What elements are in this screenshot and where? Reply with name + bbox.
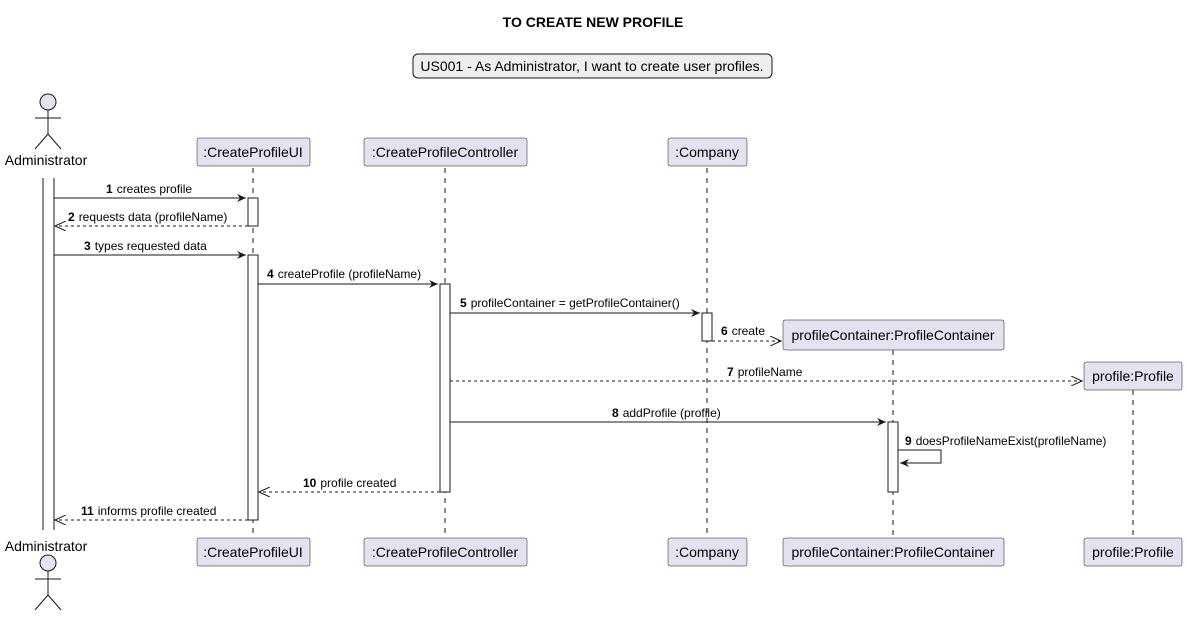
message-text: creates profile	[117, 182, 193, 196]
actor-head-icon	[39, 93, 57, 111]
activations	[247, 197, 899, 521]
participant-ui-bottom: :CreateProfileUI	[196, 537, 311, 567]
actor-label: Administrator	[5, 152, 88, 168]
activation-company	[701, 312, 713, 342]
participant-controller-top: :CreateProfileController	[363, 137, 528, 167]
message-text: addProfile (profile)	[623, 406, 721, 420]
participants-top: Administrator :CreateProfileUI :CreatePr…	[5, 93, 1183, 391]
participant-company-bottom: :Company	[667, 537, 748, 567]
message-text: types requested data	[95, 239, 207, 253]
activation-ui-2	[247, 254, 259, 521]
activation-controller	[439, 283, 451, 493]
message-text: profile created	[320, 476, 396, 490]
user-story-note: US001 - As Administrator, I want to crea…	[412, 53, 773, 79]
participant-label: profile:Profile	[1092, 368, 1174, 384]
message-number: 3	[84, 239, 91, 253]
lifeline-administrator	[42, 178, 55, 530]
diagram-title: TO CREATE NEW PROFILE	[503, 14, 684, 30]
message-number: 8	[612, 406, 619, 420]
actor-administrator-top: Administrator	[5, 93, 88, 168]
message-number: 9	[905, 434, 912, 448]
message-text: profileContainer = getProfileContainer()	[471, 296, 680, 310]
message-text: profileName	[738, 365, 803, 379]
message-number: 6	[721, 324, 728, 338]
participant-label: :CreateProfileUI	[203, 144, 303, 160]
message-4: 4 createProfile (profileName)	[258, 267, 438, 288]
message-text: informs profile created	[98, 504, 217, 518]
actor-administrator-bottom: Administrator	[5, 538, 88, 611]
participant-profile-created: profile:Profile	[1083, 361, 1183, 391]
message-number: 11	[81, 504, 94, 518]
message-text: create	[732, 324, 766, 338]
participant-label: profileContainer:ProfileContainer	[791, 327, 994, 343]
message-text: requests data (profileName)	[79, 210, 228, 224]
participant-label: profile:Profile	[1092, 544, 1174, 560]
message-6: 6 create	[712, 324, 781, 341]
message-1: 1 creates profile	[54, 182, 246, 202]
actor-label: Administrator	[5, 538, 88, 554]
message-3: 3 types requested data	[54, 239, 246, 259]
message-5: 5 profileContainer = getProfileContainer(…	[450, 296, 700, 317]
participant-label: :Company	[675, 544, 739, 560]
participant-container-created: profileContainer:ProfileContainer	[782, 319, 1005, 351]
participant-label: profileContainer:ProfileContainer	[791, 544, 994, 560]
message-7: 7 profileName	[450, 365, 1082, 381]
messages: 1 creates profile 2 requests data (profile…	[54, 182, 1106, 520]
note-text: US001 - As Administrator, I want to crea…	[420, 58, 763, 74]
activation-container	[887, 421, 899, 493]
message-2: 2 requests data (profileName)	[55, 210, 248, 226]
actor-head-icon	[39, 554, 57, 572]
message-9: 9 doesProfileNameExist(profileName)	[898, 434, 1106, 467]
message-number: 7	[727, 365, 734, 379]
participant-ui-top: :CreateProfileUI	[196, 137, 311, 167]
participant-label: :CreateProfileController	[372, 544, 519, 560]
participant-label: :CreateProfileUI	[203, 544, 303, 560]
message-number: 10	[303, 476, 317, 490]
message-11: 11 informs profile created	[55, 504, 248, 520]
message-number: 4	[267, 267, 274, 281]
message-number: 5	[460, 296, 467, 310]
message-text: doesProfileNameExist(profileName)	[916, 434, 1107, 448]
participant-label: :CreateProfileController	[372, 144, 519, 160]
participants-bottom: Administrator :CreateProfileUI :CreatePr…	[5, 537, 1183, 611]
participant-container-bottom: profileContainer:ProfileContainer	[782, 537, 1005, 567]
participant-controller-bottom: :CreateProfileController	[363, 537, 528, 567]
message-8: 8 addProfile (profile)	[450, 406, 886, 426]
message-text: createProfile (profileName)	[278, 267, 421, 281]
message-number: 2	[68, 210, 75, 224]
participant-company-top: :Company	[667, 137, 748, 167]
participant-label: :Company	[675, 144, 739, 160]
message-number: 1	[106, 182, 113, 196]
participant-profile-bottom: profile:Profile	[1083, 537, 1183, 567]
activation-ui-1	[247, 197, 259, 227]
